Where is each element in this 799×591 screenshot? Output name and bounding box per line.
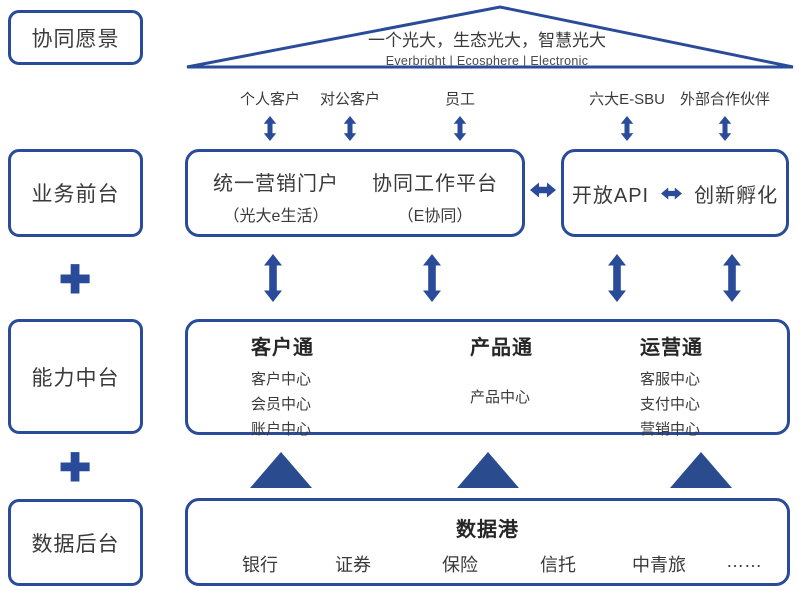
customer-hub-column: 客户通 客户中心 会员中心 账户中心 [251,331,314,442]
collab-subtitle: （E协同） [397,208,473,225]
open-api-label: 开放API [571,184,650,207]
list-item: 客服中心 [640,371,701,388]
double-arrow-vertical-icon [343,116,357,141]
industry-cyts: 中青旅 [632,555,686,575]
innovation-incubation-label: 创新孵化 [694,184,779,207]
industry-trust: 信托 [540,555,576,575]
list-item: 账户中心 [251,421,312,438]
double-arrow-vertical-icon [453,116,467,141]
double-arrow-horizontal-icon [530,182,556,198]
actor-personal-customer: 个人客户 [239,91,301,108]
actor-e-sbu: 六大E-SBU [589,91,665,108]
double-arrow-vertical-icon [608,254,626,302]
rail-middle-box: 能力中台 [8,319,143,434]
rail-front-box: 业务前台 [8,149,143,237]
unified-marketing-portal: 统一营销门户 （光大e生活） [213,167,339,226]
list-item: 客户中心 [251,371,312,388]
double-arrow-horizontal-icon [661,186,683,200]
list-item: 会员中心 [251,396,312,413]
plus-sign: + [58,438,91,496]
actor-employee: 员工 [444,91,476,108]
operation-hub-column: 运营通 客服中心 支付中心 营销中心 [640,331,703,442]
rail-back-box: 数据后台 [8,499,143,586]
rail-vision-label: 协同愿景 [31,27,120,51]
double-arrow-vertical-icon [620,116,634,141]
open-innovation-box: 开放API 创新孵化 [561,149,789,237]
actor-corporate-customer: 对公客户 [319,91,381,108]
double-arrow-vertical-icon [423,254,441,302]
rail-middle-label: 能力中台 [31,366,120,390]
list-item: 产品中心 [470,389,531,406]
triangle-up-icon [670,452,732,488]
front-portal-box: 统一营销门户 （光大e生活） 协同工作平台 （E协同） [185,149,525,237]
data-port-box: 数据港 银行 证券 保险 信托 中青旅 …… [185,498,790,586]
roof-outline-icon [186,5,794,69]
plus-sign: + [58,250,91,308]
industry-ellipsis: …… [726,551,762,571]
rail-front-label: 业务前台 [31,183,120,206]
capability-middle-box: 客户通 客户中心 会员中心 账户中心 产品通 产品中心 运营通 客服中心 支付中… [185,319,790,438]
double-arrow-vertical-icon [718,116,732,141]
triangle-up-icon [250,452,312,488]
industry-securities: 证券 [335,555,371,575]
list-item: 营销中心 [640,421,701,438]
collaborative-work-platform: 协同工作平台 （E协同） [372,167,498,226]
vision-subtitle: Everbright | Ecosphere | Electronic [385,54,589,68]
operation-hub-header: 运营通 [640,337,703,359]
double-arrow-vertical-icon [264,254,282,302]
actor-external-partner: 外部合作伙伴 [679,91,771,108]
double-arrow-vertical-icon [723,254,741,302]
data-port-title: 数据港 [456,519,519,541]
customer-hub-header: 客户通 [251,337,314,359]
vision-slogan: 一个光大，生态光大，智慧光大 Everbright | Ecosphere | … [362,26,612,68]
double-arrow-vertical-icon [263,116,277,141]
collab-title: 协同工作平台 [372,173,498,195]
vision-title: 一个光大，生态光大，智慧光大 [368,31,606,50]
rail-vision-box: 协同愿景 [8,10,143,65]
industry-insurance: 保险 [442,555,478,575]
portal-subtitle: （光大e生活） [223,208,329,225]
industry-bank: 银行 [242,555,278,575]
product-hub-column: 产品通 产品中心 [470,331,533,410]
portal-title: 统一营销门户 [213,173,339,195]
list-item: 支付中心 [640,396,701,413]
product-hub-header: 产品通 [470,337,533,359]
triangle-up-icon [457,452,519,488]
rail-back-label: 数据后台 [31,532,120,556]
